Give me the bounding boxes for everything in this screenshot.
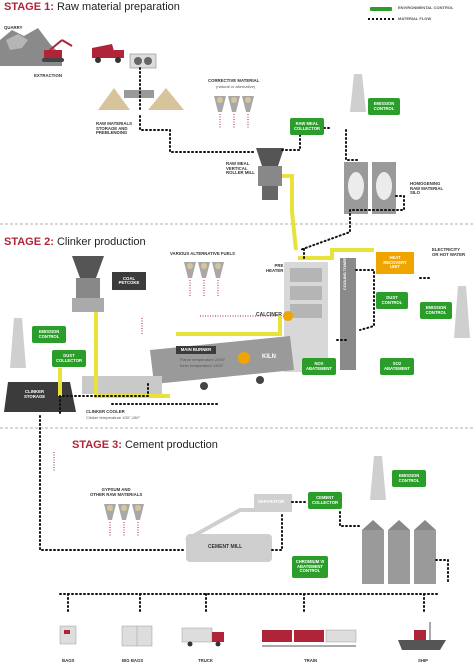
cooling-tower [340, 258, 356, 370]
coal-petcoke-box: COAL PETCOKE [112, 272, 146, 290]
separator-label: SEPARATOR [258, 499, 285, 504]
legend-flow-label: MATERIAL FLOW [398, 16, 432, 21]
clinker-storage-label: CLINKER STORAGE [24, 389, 46, 399]
stage3-title: STAGE 3: Cement production [72, 439, 218, 451]
truck-label: TRUCK [198, 658, 214, 663]
chromium-abatement-box: CHROMIUM VI ABATEMENT CONTROL [292, 556, 328, 578]
bags-icon [59, 625, 77, 645]
legend-flow-swatch [368, 18, 394, 22]
separator-box [254, 494, 292, 512]
stage2-title-bold: STAGE 2: [4, 236, 54, 248]
stacker [124, 90, 154, 98]
chimney-stage2-right [454, 286, 470, 338]
main-burner-box: MAIN BURNER [176, 346, 216, 354]
stage1-title-bold: STAGE 1: [4, 1, 54, 13]
excavator-icon [42, 39, 73, 62]
storage-pile-1 [98, 88, 130, 110]
raw-storage-label: RAW MATERIALS STORAGE AND PREBLENDING [96, 121, 132, 136]
clinker-cooler [82, 376, 162, 394]
coal-mill-icon [72, 256, 104, 312]
stage2-title: STAGE 2: Clinker production [4, 236, 146, 248]
emission-control-stage2-left: EMISSION CONTROL [32, 326, 66, 343]
corrective-label: CORRECTIVE MATERIAL [208, 78, 260, 83]
chimney-stage2-left [10, 318, 26, 368]
homogenising-silos [344, 162, 396, 214]
corrective-sub-label: (natural or alternative) [216, 84, 256, 89]
big-bags-label: BIG BAGS [122, 658, 144, 663]
emission-control-stage2-right: EMISSION CONTROL [420, 302, 452, 319]
stage2-title-rest: Clinker production [53, 236, 146, 248]
fuel-feed-arrows [141, 280, 276, 334]
dust-control-box: DUST CONTROL [376, 292, 408, 309]
chimney-stage3 [370, 456, 386, 500]
inner-temp-label: Inner temperature 1400° [180, 363, 224, 368]
cooling-tower-label: COOLING TOWER [343, 257, 347, 290]
stage3-title-rest: Cement production [121, 439, 218, 451]
crusher-icon [129, 53, 157, 69]
alt-fuel-hoppers [184, 262, 224, 278]
corrective-hoppers [214, 96, 254, 112]
cement-collector-box: CEMENT COLLECTOR [308, 492, 342, 509]
raw-meal-mill-label: RAW MEAL VERTICAL ROLLER MILL [226, 161, 255, 176]
raw-meal-collector-box: RAW MEAL COLLECTOR [290, 118, 324, 135]
gypsum-feed-arrows [53, 452, 139, 536]
electricity-label: ELECTRICITY OR HOT WATER [432, 247, 466, 257]
material-flow-stage3 [39, 415, 449, 613]
nox-abatement-box: NOx ABATEMENT [302, 358, 336, 375]
mill-conveyor [185, 508, 256, 542]
ship-icon [398, 622, 446, 650]
flame-temp-label: Flame temperature 2000° [180, 357, 226, 362]
truck-icon [181, 627, 224, 647]
pre-heater-label: PRE HEATER [266, 263, 284, 273]
stage1-title-rest: Raw material preparation [53, 1, 180, 13]
stage1-title: STAGE 1: Raw material preparation [4, 1, 180, 13]
train-label: TRAIN [304, 658, 318, 663]
chimney-stage1 [350, 74, 366, 112]
clinker-temp-label: Clinker temperature 100°-150° [86, 415, 141, 420]
hot-gas-line-1 [282, 174, 298, 251]
clinker-cooler-label: CLINKER COOLER [86, 409, 125, 414]
so2-abatement-box: SO2 ABATEMENT [380, 358, 414, 375]
gypsum-hoppers [104, 504, 144, 520]
corrective-feed-arrows [219, 114, 249, 128]
big-bags-icon [121, 625, 153, 647]
storage-pile-2 [148, 88, 184, 110]
dump-truck-icon [92, 44, 124, 63]
legend-env-swatch [370, 7, 392, 11]
kiln-label: KILN [262, 354, 276, 360]
extraction-label: EXTRACTION [34, 73, 62, 78]
emission-control-stage1: EMISSION CONTROL [368, 98, 400, 115]
train-icon [262, 629, 357, 647]
cement-silos [362, 520, 436, 584]
quarry-label: QUARRY [4, 25, 23, 30]
legend-env-label: ENVIRONMENTAL CONTROL [398, 5, 454, 10]
gypsum-label: GYPSUM AND OTHER RAW MATERIALS [90, 487, 143, 497]
stage3-title-bold: STAGE 3: [72, 439, 122, 451]
ship-label: SHIP [418, 658, 429, 663]
alt-fuels-label: VARIOUS ALTERNATIVE FUELS [170, 251, 236, 256]
dust-collector-box: DUST COLLECTOR [52, 350, 86, 367]
calciner-label: CALCINER [256, 312, 282, 318]
cement-mill-drum [186, 534, 272, 562]
quarry-rock [6, 34, 28, 50]
emission-control-stage3: EMISSION CONTROL [392, 470, 426, 487]
bags-label: BAGS [62, 658, 75, 663]
homogening-label: HOMOGENING RAW MATERIAL SILO [410, 181, 444, 196]
raw-meal-mill-icon [256, 148, 284, 200]
cement-mill-label: CEMENT MILL [208, 544, 243, 550]
heat-recovery-box: HEAT RECOVERY UNIT [376, 252, 414, 274]
